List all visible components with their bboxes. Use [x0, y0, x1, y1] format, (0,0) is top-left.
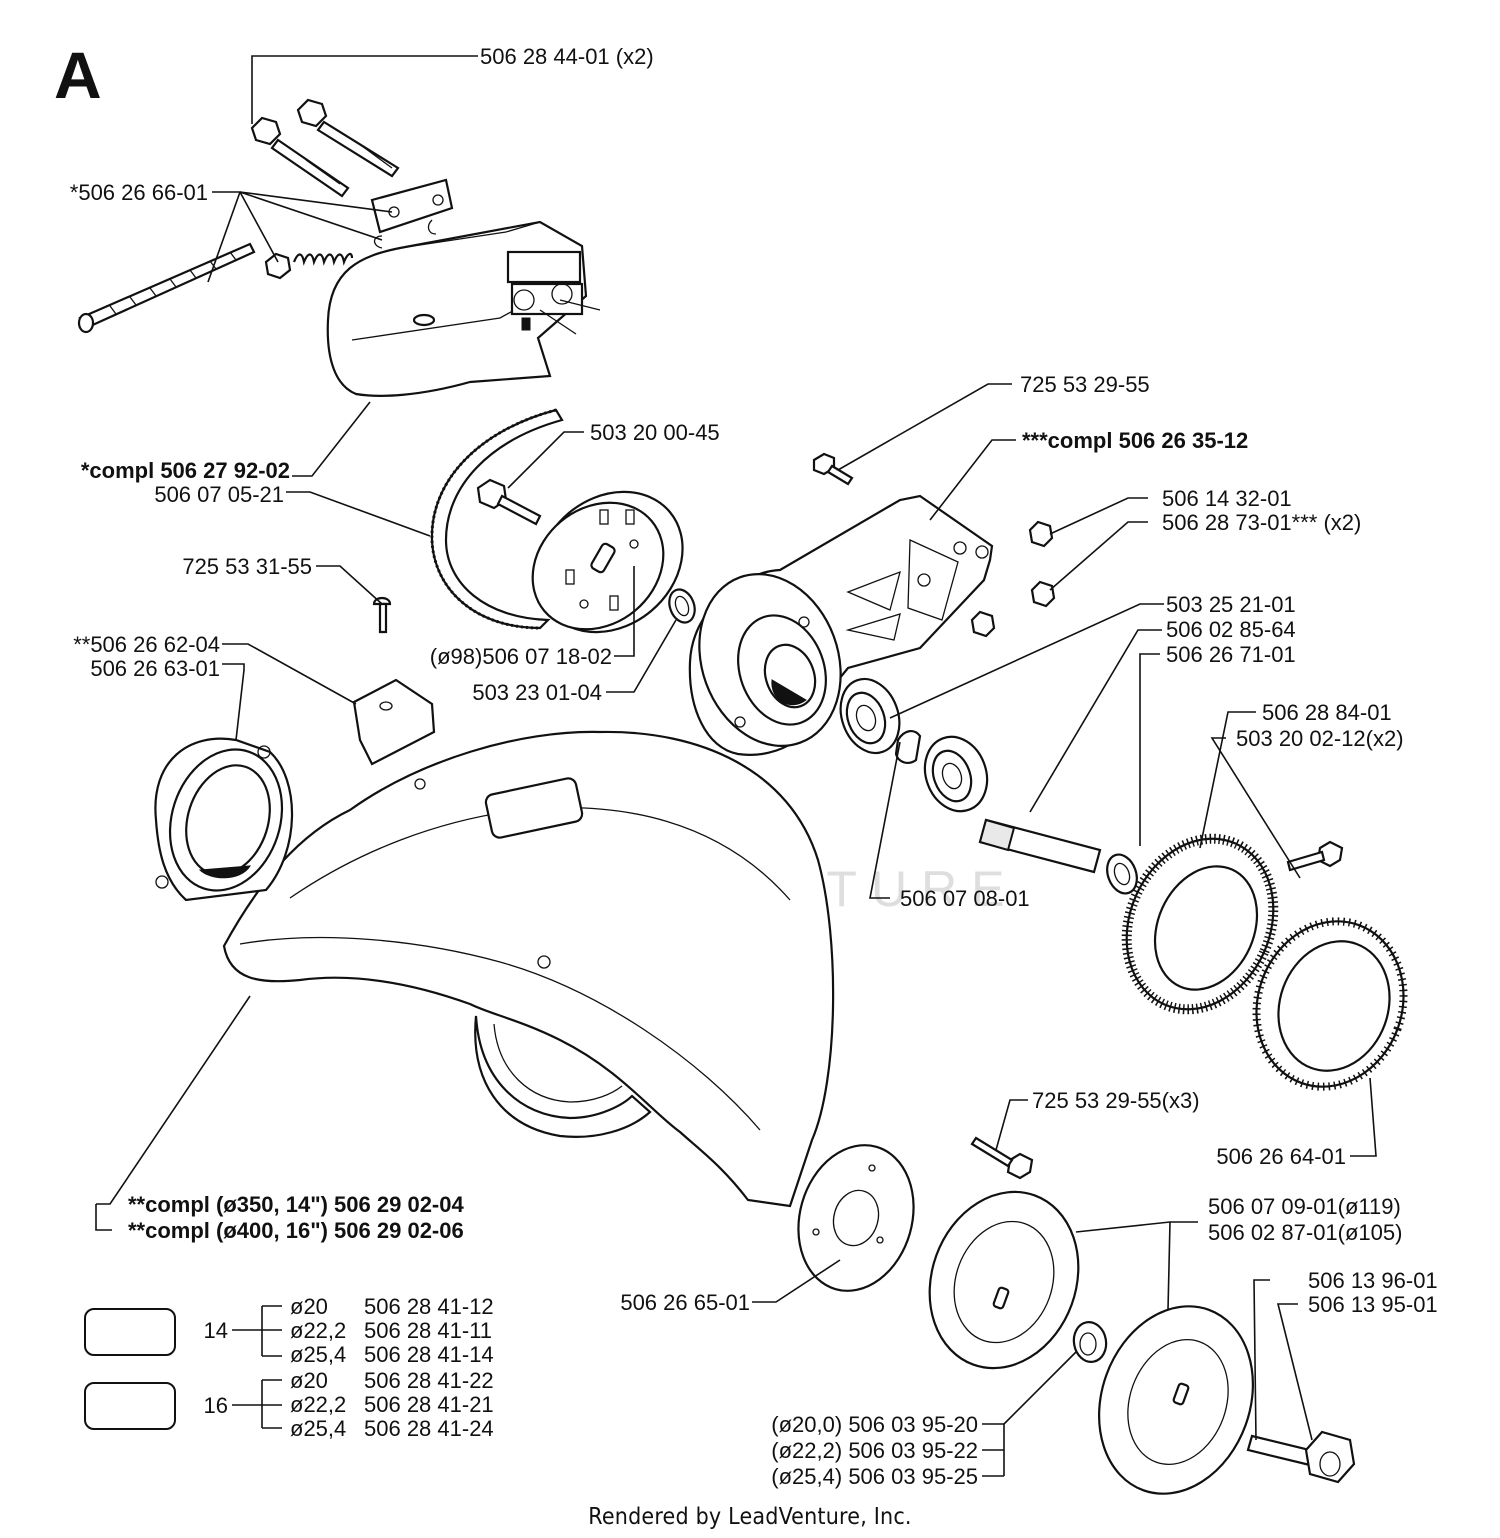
- decal-part: 506 28 41-14: [364, 1342, 494, 1367]
- label-guard-400: **compl (ø400, 16") 506 29 02-06: [128, 1218, 464, 1243]
- decal-box-14: [84, 1308, 176, 1356]
- label-washer-23: 503 23 01-04: [472, 680, 602, 705]
- label-nut-73: 506 28 73-01*** (x2): [1162, 510, 1361, 535]
- label-bearing-25: 503 25 21-01: [1166, 592, 1296, 617]
- label-pulley-screw: 503 20 00-45: [590, 420, 720, 445]
- label-washer-71: 506 26 71-01: [1166, 642, 1296, 667]
- washer-drawing: [668, 588, 696, 624]
- section-letter: A: [54, 38, 102, 112]
- left-ring-drawing: [154, 737, 294, 902]
- label-bushing-20: (ø20,0) 506 03 95-20: [771, 1412, 978, 1437]
- plate-drawing: [1252, 917, 1408, 1091]
- label-belt: 506 07 05-21: [154, 482, 284, 507]
- label-flange-119: 506 07 09-01(ø119): [1208, 1194, 1401, 1219]
- label-ring-84: 506 28 84-01: [1262, 700, 1392, 725]
- label-bushing-22: (ø22,2) 506 03 95-22: [771, 1438, 978, 1463]
- footer-credit: Rendered by LeadVenture, Inc.: [588, 1504, 912, 1530]
- top-bolts-drawing: [250, 98, 400, 198]
- washer-plate-drawing: [797, 1136, 1034, 1292]
- label-screw-725-29: 725 53 29-55: [1020, 372, 1150, 397]
- bracket-drawing: [370, 178, 454, 249]
- label-screw-725-31: 725 53 31-55: [182, 554, 312, 579]
- pulley-screw-drawing: [476, 478, 542, 526]
- label-belt-guard-compl: *compl 506 27 92-02: [81, 458, 290, 483]
- decal-dia: ø20: [290, 1368, 328, 1393]
- label-bolts-top: 506 28 44-01 (x2): [480, 44, 654, 69]
- label-spacer-08: 506 07 08-01: [900, 886, 1030, 911]
- label-screws-x3: 725 53 29-55(x3): [1032, 1088, 1200, 1113]
- label-shaft-85: 506 02 85-64: [1166, 617, 1296, 642]
- label-nut-14: 506 14 32-01: [1162, 486, 1292, 511]
- decal-part: 506 28 41-12: [364, 1294, 494, 1319]
- nuts-drawing: [970, 520, 1056, 638]
- label-arm-compl: ***compl 506 26 35-12: [1022, 428, 1248, 453]
- small-screws-drawing: [372, 452, 854, 634]
- decal-part: 506 28 41-24: [364, 1416, 494, 1441]
- knob-drawing: [352, 678, 436, 766]
- label-flange-105: 506 02 87-01(ø105): [1208, 1220, 1402, 1245]
- blade-guard-drawing: [222, 730, 835, 1208]
- label-bushing-25: (ø25,4) 506 03 95-25: [771, 1464, 978, 1489]
- decal-size-16: 16: [204, 1393, 228, 1418]
- label-guard-350: **compl (ø350, 14") 506 29 02-04: [128, 1192, 464, 1217]
- label-knob-62: **506 26 62-04: [73, 632, 220, 657]
- label-ring-63: 506 26 63-01: [90, 656, 220, 681]
- label-pulley: (ø98)506 07 18-02: [430, 644, 612, 669]
- decal-part: 506 28 41-22: [364, 1368, 494, 1393]
- label-bolt-96: 506 13 96-01: [1308, 1268, 1438, 1293]
- toothed-ring-drawing: [1121, 833, 1344, 1015]
- flanges-drawing: [928, 1190, 1254, 1495]
- belt-guard-drawing: [326, 220, 601, 397]
- bearings-drawing: [839, 677, 1138, 895]
- pulley-drawing: [531, 490, 684, 634]
- decal-dia: ø25,4: [290, 1342, 346, 1367]
- decal-dia: ø22,2: [290, 1392, 346, 1417]
- belt-drawing: [430, 408, 564, 630]
- decal-part: 506 28 41-11: [364, 1318, 492, 1343]
- label-washer-65: 506 26 65-01: [620, 1290, 750, 1315]
- decal-dia: ø22,2: [290, 1318, 346, 1343]
- arbor-bolt-drawing: [1246, 1430, 1356, 1484]
- adjuster-screw-drawing: [77, 242, 354, 334]
- label-spring-kit: *506 26 66-01: [70, 180, 208, 205]
- cutting-arm-drawing: [688, 494, 994, 756]
- decal-size-14: 14: [204, 1318, 228, 1343]
- decal-dia: ø20: [290, 1294, 328, 1319]
- label-screw-02-12: 503 20 02-12(x2): [1236, 726, 1404, 751]
- decal-box-16: [84, 1382, 176, 1430]
- decal-table: 14 ø20 506 28 41-12 ø22,2 506 28 41-11 ø…: [204, 1294, 494, 1441]
- decal-dia: ø25,4: [290, 1416, 346, 1441]
- leader-lines: [95, 55, 1377, 1477]
- decal-part: 506 28 41-21: [364, 1392, 494, 1417]
- label-bolt-95: 506 13 95-01: [1308, 1292, 1438, 1317]
- callout-labels: 506 28 44-01 (x2) *506 26 66-01 *compl 5…: [70, 44, 1438, 1489]
- label-plate-64: 506 26 64-01: [1216, 1144, 1346, 1169]
